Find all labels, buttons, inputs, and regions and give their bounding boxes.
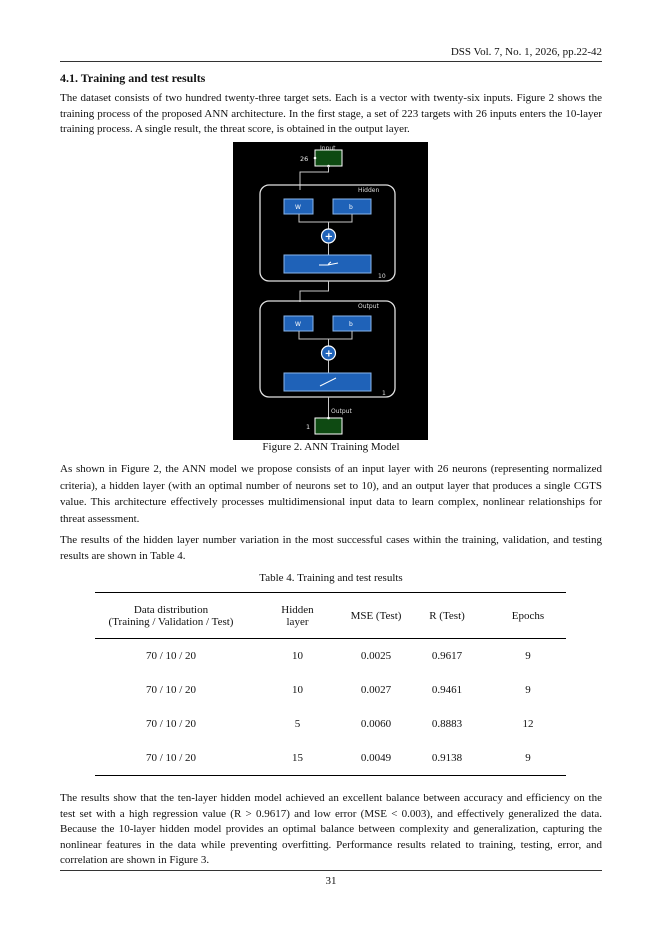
output-weight-label: W <box>295 321 301 328</box>
cell-r: 0.9461 <box>431 684 463 696</box>
cell-mse: 0.0027 <box>360 684 392 696</box>
linear-icon <box>319 377 337 387</box>
table-row: 70 / 10 / 20 10 0.0027 0.9461 9 <box>95 673 566 707</box>
cell-r: 0.9617 <box>431 650 463 662</box>
col-header-hidden-layer: Hidden layer <box>247 592 348 639</box>
table-header-row: Data distribution (Training / Validation… <box>95 592 566 639</box>
hidden-size: 10 <box>378 273 386 280</box>
cell-distribution: 70 / 10 / 20 <box>145 650 197 662</box>
footer-rule <box>60 870 602 871</box>
input-label: Input <box>320 145 336 152</box>
output-label: Output <box>331 408 352 415</box>
connector-hidden-output <box>299 281 329 302</box>
col-header-distribution-line2: (Training / Validation / Test) <box>108 615 234 628</box>
table-row: 70 / 10 / 20 10 0.0025 0.9617 9 <box>95 639 566 674</box>
output-size: 1 <box>306 423 310 431</box>
output-block-label: Output <box>358 303 379 310</box>
cell-r: 0.8883 <box>431 718 463 730</box>
table-caption: Table 4. Training and test results <box>259 572 403 584</box>
hidden-sum-symbol: + <box>325 232 333 243</box>
output-block-size: 1 <box>382 390 386 397</box>
cell-hidden-layer: 10 <box>292 684 303 696</box>
cell-distribution: 70 / 10 / 20 <box>145 718 197 730</box>
cell-hidden-layer: 10 <box>292 650 303 662</box>
results-table: Data distribution (Training / Validation… <box>95 592 566 776</box>
hidden-activation-box <box>283 254 372 274</box>
paragraph-conclusion: The results show that the ten-layer hidd… <box>60 792 602 866</box>
table-row: 70 / 10 / 20 15 0.0049 0.9138 9 <box>95 741 566 776</box>
cell-epochs: 12 <box>522 718 534 730</box>
cell-epochs: 9 <box>490 741 566 776</box>
cell-mse: 0.0025 <box>360 650 392 662</box>
hidden-weight-label: W <box>295 204 301 211</box>
cell-hidden-layer: 15 <box>247 741 348 776</box>
cell-epochs: 9 <box>525 650 531 662</box>
hidden-layer-block <box>259 184 396 282</box>
cell-hidden-layer: 5 <box>294 718 301 730</box>
output-bias-label: b <box>349 321 353 328</box>
figure-caption: Figure 2. ANN Training Model <box>262 441 400 453</box>
col-header-r: R (Test) <box>404 592 490 639</box>
table-row: 70 / 10 / 20 5 0.0060 0.8883 12 <box>95 707 566 741</box>
input-size: 26 <box>300 155 308 163</box>
col-header-mse: MSE (Test) <box>348 592 404 639</box>
paragraph-dataset: The dataset consists of two hundred twen… <box>60 92 602 135</box>
hidden-bias-label: b <box>349 204 353 211</box>
col-header-hidden-line2: layer <box>286 615 309 628</box>
ann-diagram: Input 26 Hidden W b + 10 <box>233 142 428 440</box>
running-head: DSS Vol. 7, No. 1, 2026, pp.22-42 <box>450 46 602 58</box>
col-header-distribution: Data distribution (Training / Validation… <box>95 592 247 639</box>
col-header-epochs: Epochs <box>490 592 566 639</box>
section-title: 4.1. Training and test results <box>60 71 206 85</box>
col-header-hidden-line1: Hidden <box>281 603 314 616</box>
output-sum-symbol: + <box>325 349 333 360</box>
ann-training-figure: Input 26 Hidden W b + 10 <box>233 142 428 440</box>
page-number: 31 <box>325 875 337 887</box>
cell-distribution: 70 / 10 / 20 <box>145 684 197 696</box>
output-layer-block <box>259 300 396 398</box>
cell-distribution: 70 / 10 / 20 <box>95 741 247 776</box>
header-rule <box>60 61 602 62</box>
hidden-label: Hidden <box>358 187 379 194</box>
cell-epochs: 9 <box>525 684 531 696</box>
input-node <box>314 149 343 167</box>
cell-r: 0.9138 <box>404 741 490 776</box>
paragraph-architecture: As shown in Figure 2, the ANN model we p… <box>60 463 602 525</box>
sigmoid-icon <box>319 261 339 266</box>
paragraph-table-intro: The results of the hidden layer number v… <box>60 534 602 562</box>
connector-input-hidden <box>299 166 329 190</box>
output-node <box>314 417 343 435</box>
col-header-distribution-line1: Data distribution <box>133 603 209 616</box>
cell-mse: 0.0060 <box>360 718 392 730</box>
cell-mse: 0.0049 <box>348 741 404 776</box>
